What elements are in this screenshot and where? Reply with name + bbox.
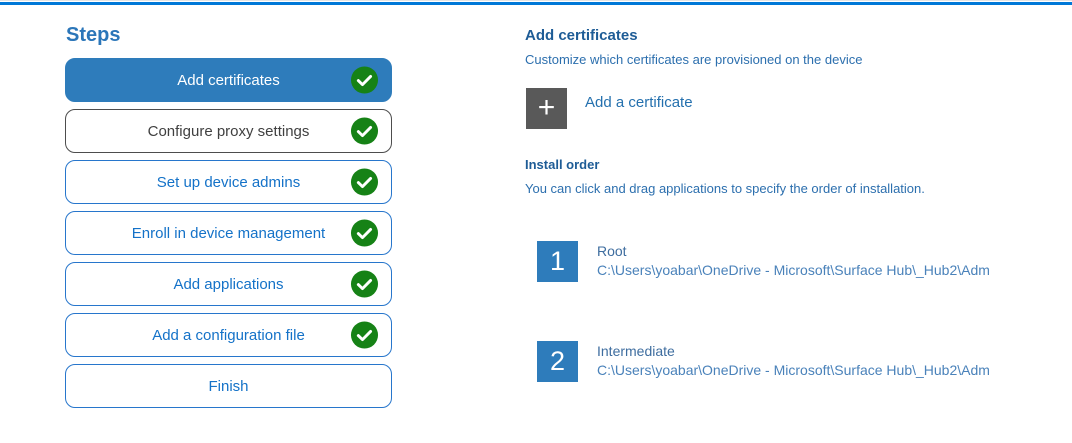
plus-glyph: + — [537, 90, 556, 124]
install-order-title: Install order — [525, 157, 600, 172]
content-subtitle: Customize which certificates are provisi… — [525, 52, 863, 67]
add-certificate-label: Add a certificate — [585, 94, 693, 111]
step-label: Add applications — [173, 275, 284, 293]
order-number-badge: 2 — [537, 341, 578, 382]
check-icon — [350, 117, 379, 146]
step-label: Add a configuration file — [152, 326, 305, 344]
step-label: Configure proxy settings — [147, 122, 310, 140]
check-icon — [350, 321, 379, 350]
item-meta: Root C:\Users\yoabar\OneDrive - Microsof… — [597, 241, 990, 280]
step-finish[interactable]: Finish — [65, 364, 392, 408]
item-path: C:\Users\yoabar\OneDrive - Microsoft\Sur… — [597, 262, 990, 278]
step-add-applications[interactable]: Add applications — [65, 262, 392, 306]
item-name: Root — [597, 243, 627, 259]
content-title: Add certificates — [525, 27, 638, 44]
top-hairline — [0, 0, 1072, 1]
plus-icon[interactable]: + — [526, 88, 567, 129]
check-icon — [350, 66, 379, 95]
item-name: Intermediate — [597, 343, 675, 359]
step-add-a-configuration-file[interactable]: Add a configuration file — [65, 313, 392, 357]
step-label: Set up device admins — [156, 173, 301, 191]
top-accent-bar — [0, 2, 1072, 5]
step-label: Enroll in device management — [131, 224, 326, 242]
install-item-root[interactable]: 1 Root C:\Users\yoabar\OneDrive - Micros… — [537, 241, 1065, 282]
check-icon — [350, 270, 379, 299]
install-order-description: You can click and drag applications to s… — [525, 181, 925, 196]
step-label: Finish — [208, 377, 249, 395]
step-label: Add certificates — [177, 71, 280, 89]
item-path: C:\Users\yoabar\OneDrive - Microsoft\Sur… — [597, 362, 990, 378]
step-configure-proxy-settings[interactable]: Configure proxy settings — [65, 109, 392, 153]
item-meta: Intermediate C:\Users\yoabar\OneDrive - … — [597, 341, 990, 380]
content-panel: Add certificates Customize which certifi… — [525, 27, 1065, 382]
step-set-up-device-admins[interactable]: Set up device admins — [65, 160, 392, 204]
order-number-badge: 1 — [537, 241, 578, 282]
add-certificate-button[interactable]: + Add a certificate — [526, 88, 1065, 129]
steps-title: Steps — [66, 24, 121, 46]
step-enroll-in-device-management[interactable]: Enroll in device management — [65, 211, 392, 255]
steps-sidebar: Steps Add certificates Configure proxy s… — [65, 24, 395, 415]
install-item-intermediate[interactable]: 2 Intermediate C:\Users\yoabar\OneDrive … — [537, 341, 1065, 382]
check-icon — [350, 219, 379, 248]
step-add-certificates[interactable]: Add certificates — [65, 58, 392, 102]
check-icon — [350, 168, 379, 197]
